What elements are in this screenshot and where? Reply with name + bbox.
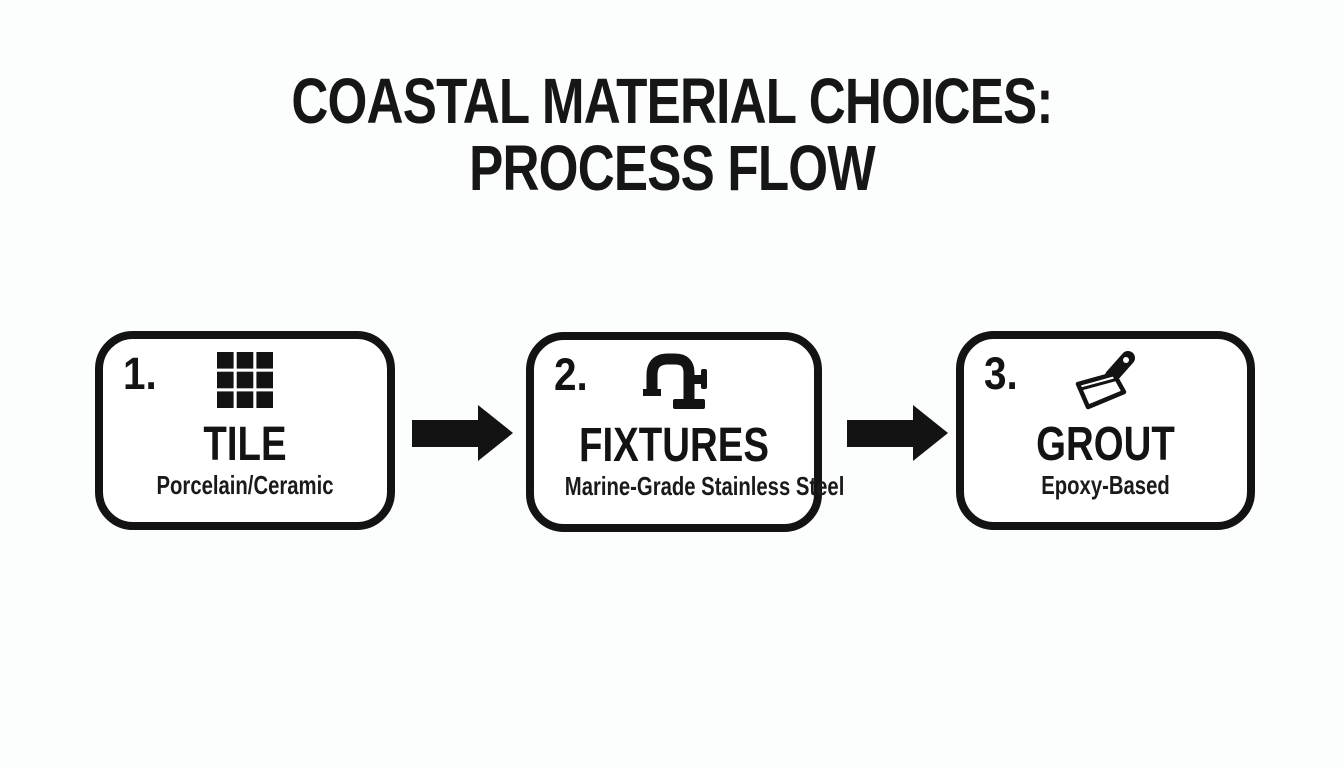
step-label: FIXTURES — [579, 419, 769, 472]
step-label: TILE — [203, 418, 287, 471]
step-label: GROUT — [1036, 418, 1175, 471]
step-sublabel: Porcelain/Ceramic — [156, 470, 334, 500]
step-sublabel: Epoxy-Based — [1041, 470, 1170, 500]
diagram-title-line2: PROCESS FLOW — [469, 132, 876, 204]
step-number: 1. — [123, 348, 157, 399]
faucet-icon — [534, 348, 814, 414]
flow-arrow-1 — [412, 405, 513, 461]
step-box-grout: 3. GROUT Epoxy-Based — [956, 331, 1255, 530]
step-number: 3. — [984, 348, 1018, 399]
tile-grid-icon — [103, 347, 387, 413]
arrow-shaft — [847, 419, 913, 447]
step-box-fixtures: 2. FIXTURES Marine-Grade Stainless Steel — [526, 332, 845, 532]
diagram-title: COASTAL MATERIAL CHOICES: PROCESS FLOW — [134, 68, 1209, 202]
arrow-head — [478, 405, 513, 461]
diagram-title-line1: COASTAL MATERIAL CHOICES: — [291, 65, 1053, 137]
flow-arrow-2 — [847, 405, 948, 461]
step-sublabel: Marine-Grade Stainless Steel — [564, 471, 845, 501]
step-number: 2. — [554, 349, 588, 400]
arrow-shaft — [412, 419, 478, 447]
arrow-head — [913, 405, 948, 461]
step-box-tile: 1. TILE Porcelain/Ceramic — [95, 331, 395, 530]
trowel-icon — [964, 347, 1247, 413]
